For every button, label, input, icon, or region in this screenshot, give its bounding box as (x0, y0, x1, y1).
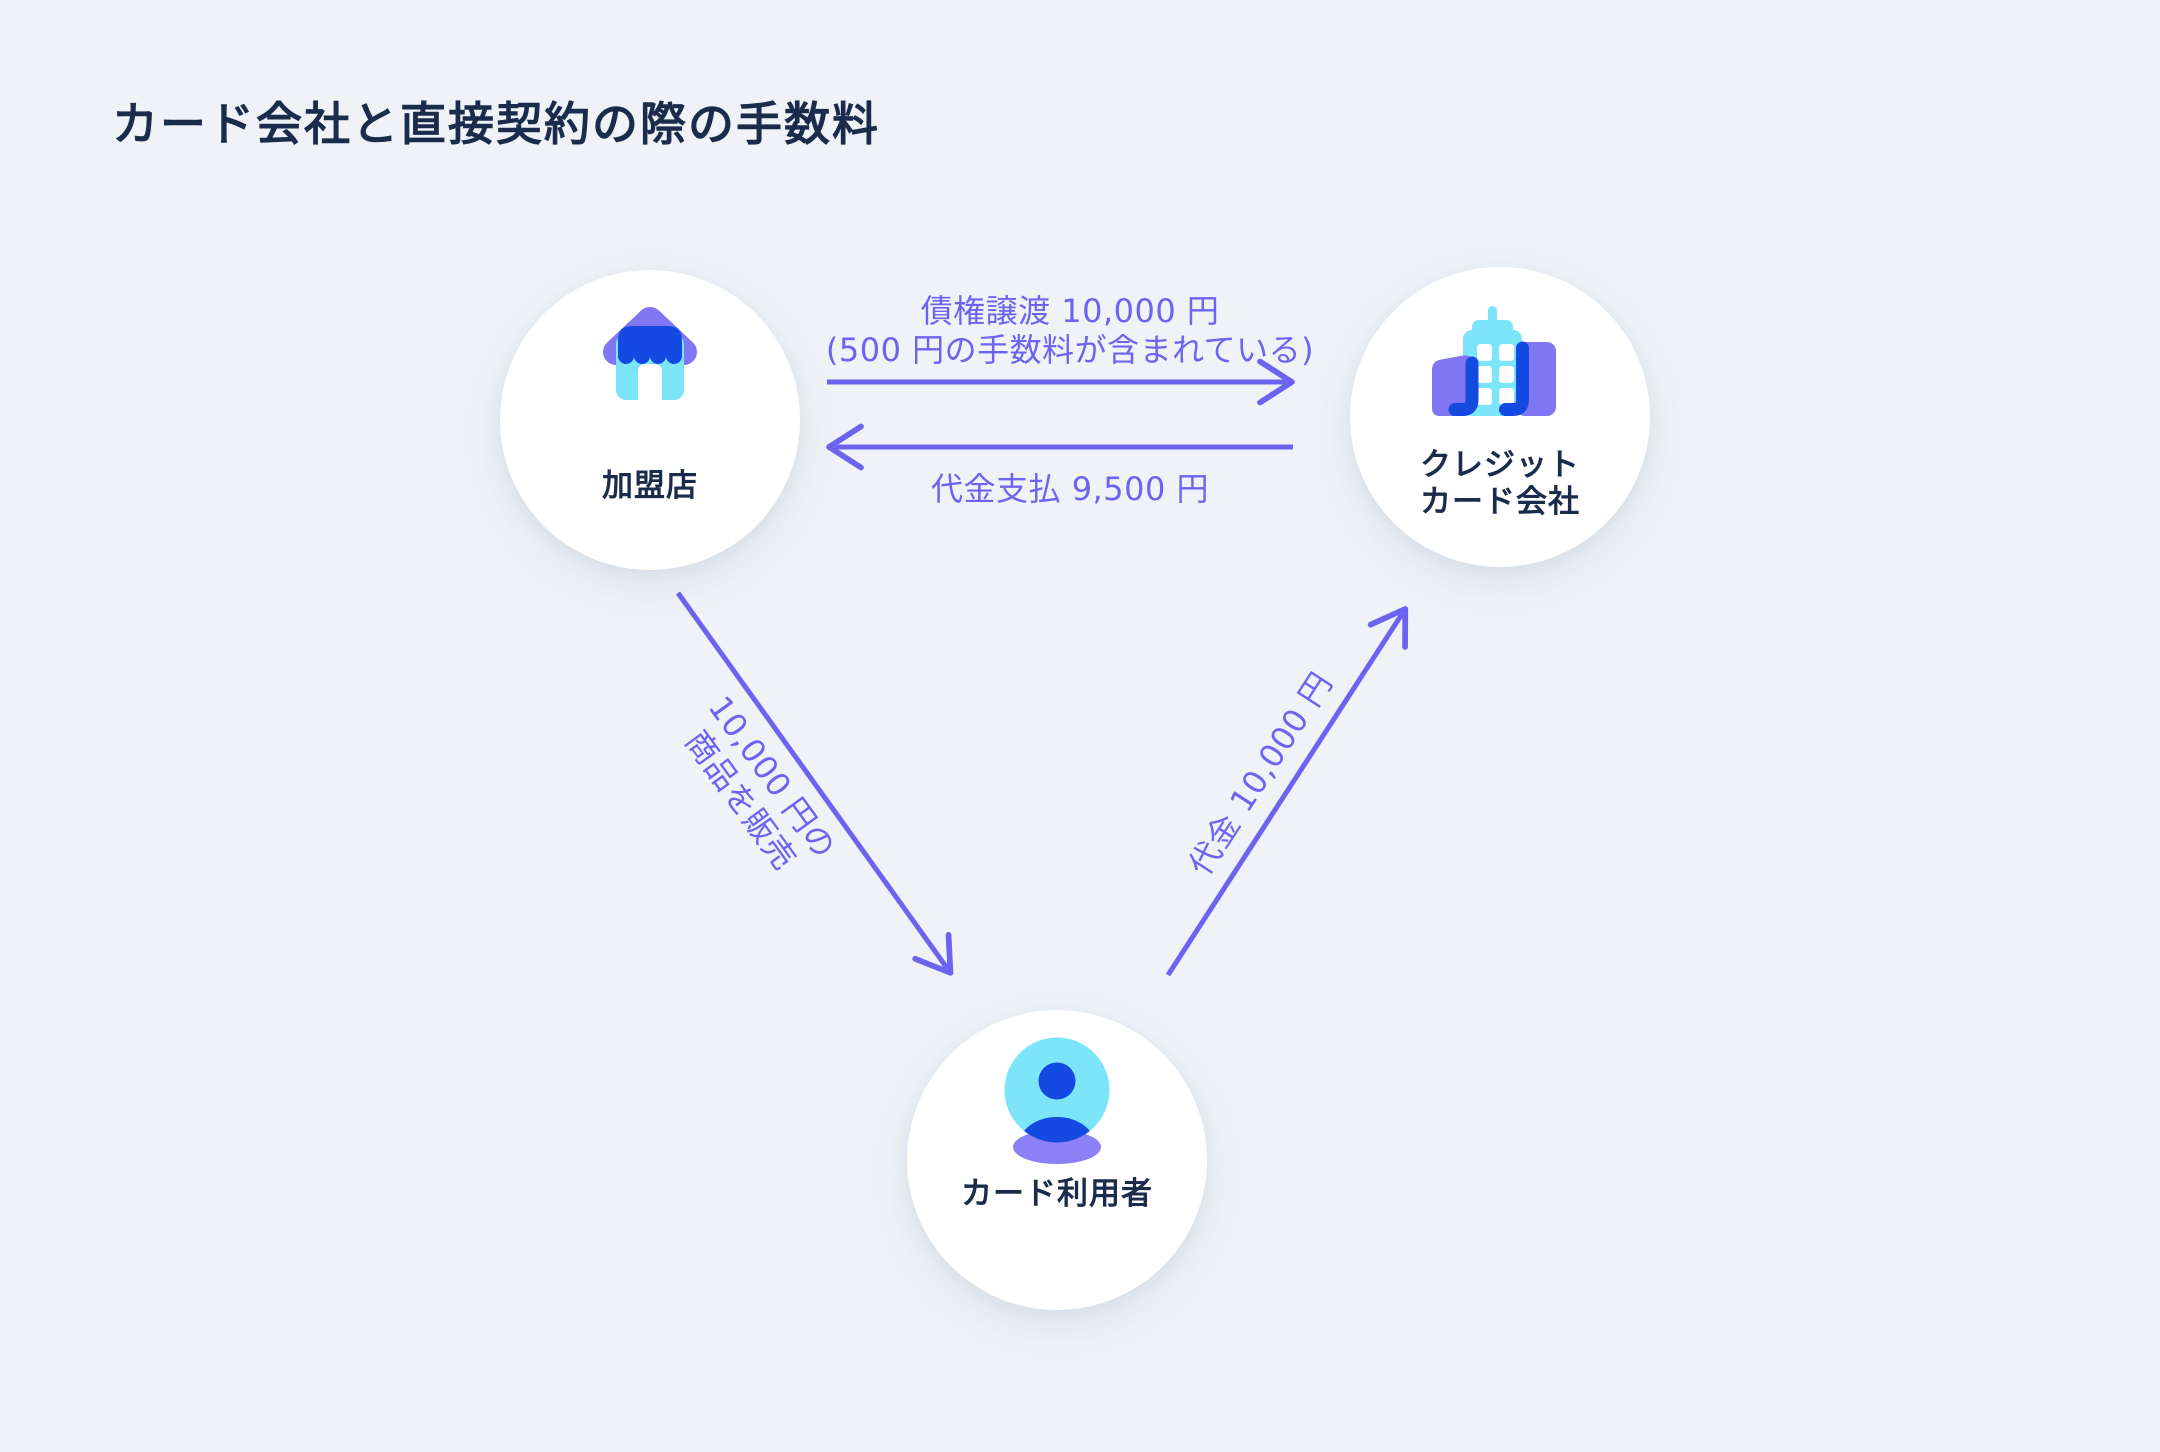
node-card-company-label-line2: カード会社 (1420, 484, 1580, 520)
node-card-user: カード利用者 (907, 1010, 1207, 1310)
node-card-company: クレジット カード会社 (1350, 267, 1650, 567)
receivable-transfer-label-line1: 債権譲渡 10,000 円 (920, 292, 1220, 330)
receivable-transfer-label: 債権譲渡 10,000 円 (500 円の手数料が含まれている) (800, 292, 1340, 370)
storefront-icon (603, 307, 697, 406)
page-title: カード会社と直接契約の際の手数料 (112, 97, 880, 151)
office-building-icon (1432, 306, 1556, 416)
payment-to-company-arrow (1165, 606, 1409, 977)
node-card-user-label: カード利用者 (961, 1176, 1153, 1212)
payment-to-merchant-label: 代金支払 9,500 円 (931, 470, 1209, 508)
payment-to-company-label: 代金 10,000 円 (1180, 665, 1341, 883)
node-merchant-label: 加盟店 (602, 468, 698, 504)
node-merchant: 加盟店 (500, 270, 800, 570)
product-sale-label: 10,000 円の 商品を販売 (668, 689, 843, 889)
person-icon (1004, 1037, 1110, 1164)
node-card-company-label-line1: クレジット (1420, 447, 1580, 483)
node-card-company-label: クレジット カード会社 (1350, 447, 1650, 521)
receivable-transfer-label-line2: (500 円の手数料が含まれている) (825, 331, 1315, 369)
